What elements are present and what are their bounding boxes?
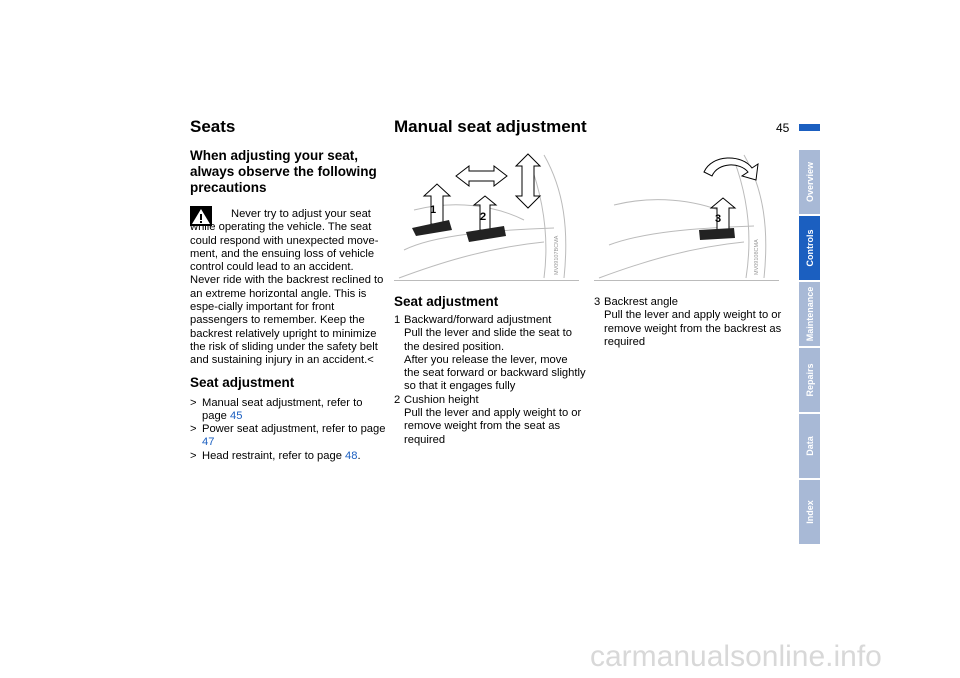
figure-code: MV09108CMA — [754, 239, 760, 275]
bullet-list: > Manual seat adjustment, refer to page … — [190, 397, 386, 463]
watermark: carmanualsonline.info — [590, 640, 882, 673]
right-column: 3 Backrest angle Pull the lever and appl… — [594, 296, 784, 349]
callout-3: 3 — [715, 213, 721, 225]
tab-maintenance[interactable]: Maintenance — [799, 282, 820, 346]
page-title: Manual seat adjustment — [394, 117, 587, 136]
tab-data[interactable]: Data — [799, 414, 820, 478]
list-item: 1 Backward/forward adjustment Pull the l… — [394, 314, 586, 393]
list-item: > Manual seat adjustment, refer to page … — [190, 396, 363, 422]
page-number: 45 — [776, 121, 790, 135]
middle-column: Seat adjustment 1 Backward/forward adjus… — [394, 294, 586, 447]
seat-figure-1: 1 2 MV09107BCMA — [394, 150, 579, 281]
seat-illustration-2: 3 — [598, 154, 767, 279]
seat-adjustment-subheading: Seat adjustment — [394, 294, 499, 309]
page-link-45[interactable]: 45 — [230, 409, 243, 422]
precautions-heading: When adjusting your seat, always observe… — [190, 148, 377, 195]
header-accent-bar — [799, 124, 820, 131]
seat-illustration-1: 1 2 — [398, 153, 567, 279]
page-link-47[interactable]: 47 — [202, 436, 215, 449]
warning-block: Never try to adjust your seat while oper… — [190, 206, 386, 368]
list-item: > Power seat adjustment, refer to page 4… — [190, 423, 386, 449]
chapter-tabs: Overview Controls Maintenance Repairs Da… — [799, 150, 820, 546]
list-item: 2 Cushion height Pull the lever and appl… — [394, 393, 582, 446]
seat-figure-2: 3 MV09108CMA — [594, 150, 779, 281]
section-title: Seats — [190, 117, 236, 136]
figure-code: MV09107BCMA — [554, 235, 560, 275]
tab-controls[interactable]: Controls — [799, 216, 820, 280]
warning-text: Never try to adjust your seat while oper… — [190, 208, 384, 367]
page-link-48[interactable]: 48 — [345, 449, 358, 462]
seat-adjustment-heading: Seat adjustment — [190, 374, 295, 390]
tab-repairs[interactable]: Repairs — [799, 348, 820, 412]
warning-triangle-icon — [190, 206, 212, 226]
left-column: When adjusting your seat, always observe… — [190, 148, 386, 463]
list-item: 3 Backrest angle Pull the lever and appl… — [594, 296, 782, 348]
callout-2: 2 — [480, 211, 486, 223]
callout-1: 1 — [430, 204, 436, 216]
end-mark: < — [367, 354, 374, 367]
tab-overview[interactable]: Overview — [799, 150, 820, 214]
tab-index[interactable]: Index — [799, 480, 820, 544]
list-item: > Head restraint, refer to page 48. — [190, 449, 361, 462]
